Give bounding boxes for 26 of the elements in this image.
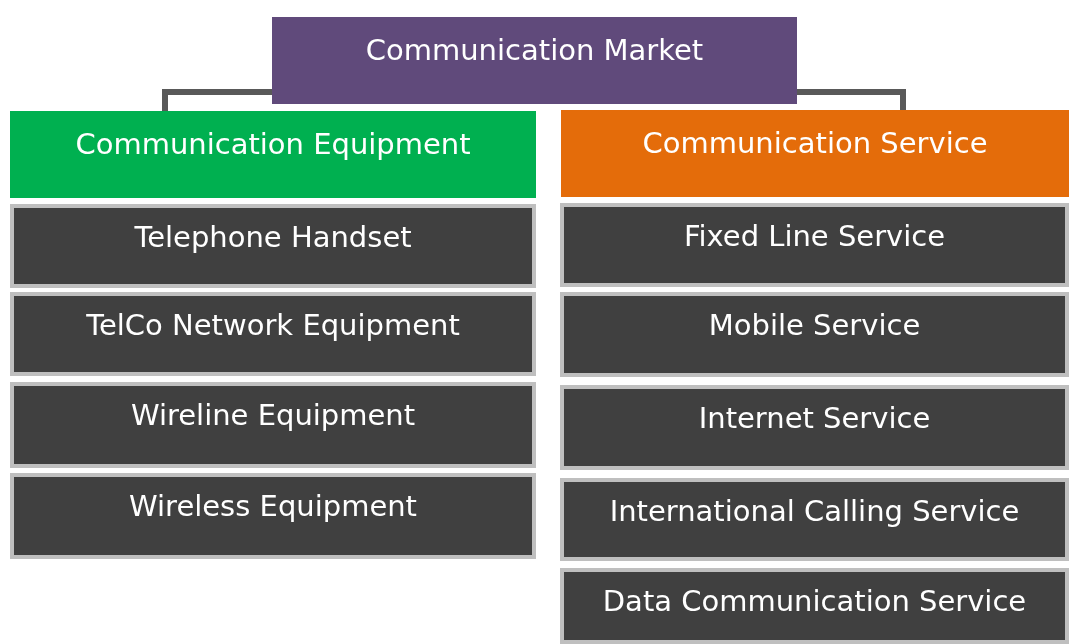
- item-box: [560, 203, 1069, 287]
- box-label: Communication Service: [642, 126, 988, 161]
- box-label: Communication Equipment: [75, 127, 471, 162]
- category-box: [10, 111, 536, 198]
- box-label: Wireline Equipment: [130, 398, 416, 433]
- box-label: International Calling Service: [609, 494, 1020, 529]
- item-box: [10, 204, 536, 288]
- box-label: Communication Market: [365, 33, 704, 68]
- item-box: [560, 478, 1069, 561]
- box-label: Data Communication Service: [602, 584, 1027, 619]
- box-label: Wireless Equipment: [129, 489, 417, 524]
- box-label: Mobile Service: [708, 308, 921, 343]
- item-box: [10, 473, 536, 559]
- title-box: [272, 17, 797, 104]
- item-box: [560, 568, 1069, 644]
- item-box: [10, 382, 536, 468]
- box-label: Telephone Handset: [134, 220, 412, 255]
- item-box: [560, 385, 1069, 470]
- box-label: Internet Service: [698, 401, 931, 436]
- box-label: Fixed Line Service: [683, 219, 946, 254]
- box-label: TelCo Network Equipment: [86, 308, 460, 343]
- connector-line: [797, 89, 906, 110]
- item-box: [560, 292, 1069, 377]
- connector-line: [162, 89, 272, 111]
- category-box: [561, 110, 1069, 197]
- item-box: [10, 292, 536, 376]
